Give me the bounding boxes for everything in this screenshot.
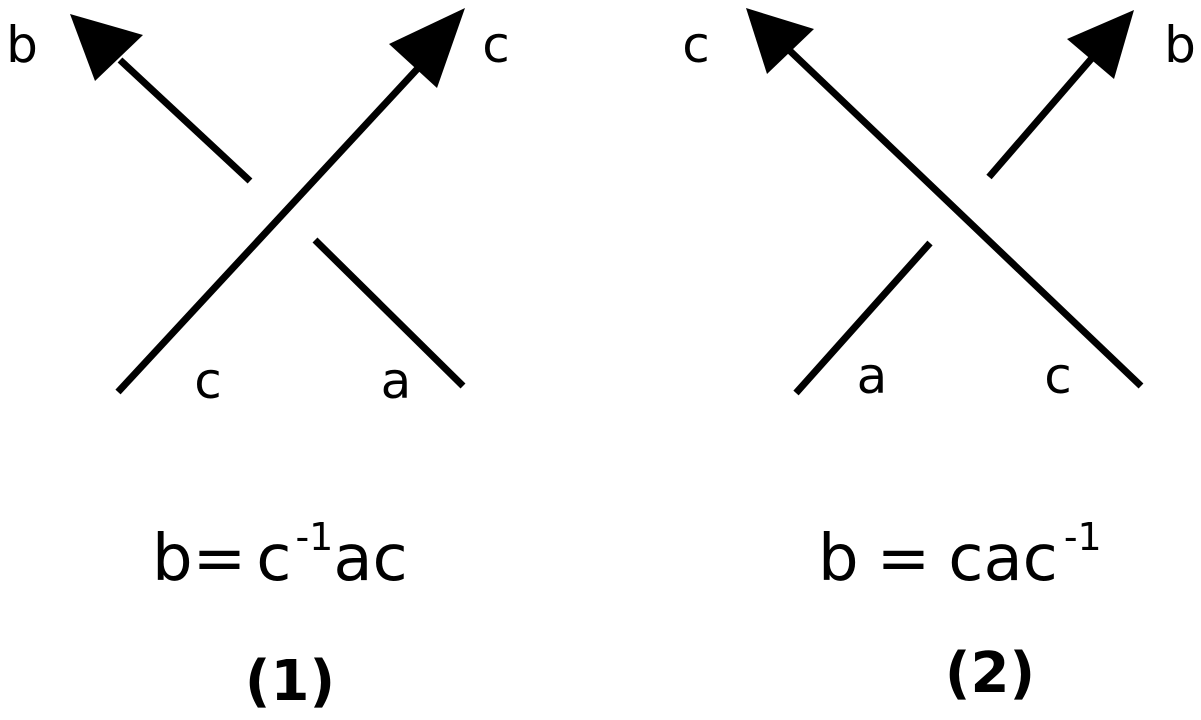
label-bottom-left: a bbox=[857, 347, 888, 405]
label-bottom-left: c bbox=[194, 352, 222, 410]
equation-1-tail: ac bbox=[333, 522, 407, 596]
equation-1-equals: = bbox=[193, 522, 247, 596]
equation-2: b=cac-1 bbox=[818, 515, 1102, 596]
equation-2-equals: = bbox=[877, 522, 931, 596]
arrowhead-top-left bbox=[746, 8, 814, 74]
over-strand-c bbox=[115, 63, 423, 395]
equation-2-base: cac bbox=[948, 522, 1058, 596]
equation-1: b=c-1ac bbox=[152, 515, 408, 596]
arrowhead-top-right bbox=[1067, 10, 1134, 79]
crossing-diagram-1: b c c a b=c-1ac (1) bbox=[6, 8, 510, 714]
arrowhead-top-left bbox=[70, 14, 143, 81]
equation-1-base: c bbox=[256, 522, 291, 596]
label-top-right: b bbox=[1164, 16, 1196, 74]
under-strand-lower-a bbox=[793, 240, 933, 396]
equation-1-lhs: b bbox=[152, 522, 193, 596]
crossing-diagram-2: c b a c b=cac-1 (2) bbox=[682, 8, 1196, 706]
label-top-left: c bbox=[682, 16, 710, 74]
under-strand-upper-b bbox=[117, 57, 253, 184]
label-bottom-right: c bbox=[1044, 347, 1072, 405]
arrowhead-top-right bbox=[389, 8, 465, 88]
caption-1: (1) bbox=[245, 649, 335, 714]
equation-2-exponent: -1 bbox=[1064, 515, 1102, 559]
over-strand-c bbox=[785, 46, 1144, 389]
equation-2-lhs: b bbox=[818, 522, 859, 596]
label-bottom-right: a bbox=[381, 352, 412, 410]
label-top-left: b bbox=[6, 16, 38, 74]
equation-1-exponent: -1 bbox=[295, 515, 333, 559]
caption-2: (2) bbox=[945, 641, 1035, 706]
under-strand-lower-a bbox=[312, 237, 466, 389]
label-top-right: c bbox=[482, 16, 510, 74]
under-strand-upper-b bbox=[986, 55, 1095, 180]
